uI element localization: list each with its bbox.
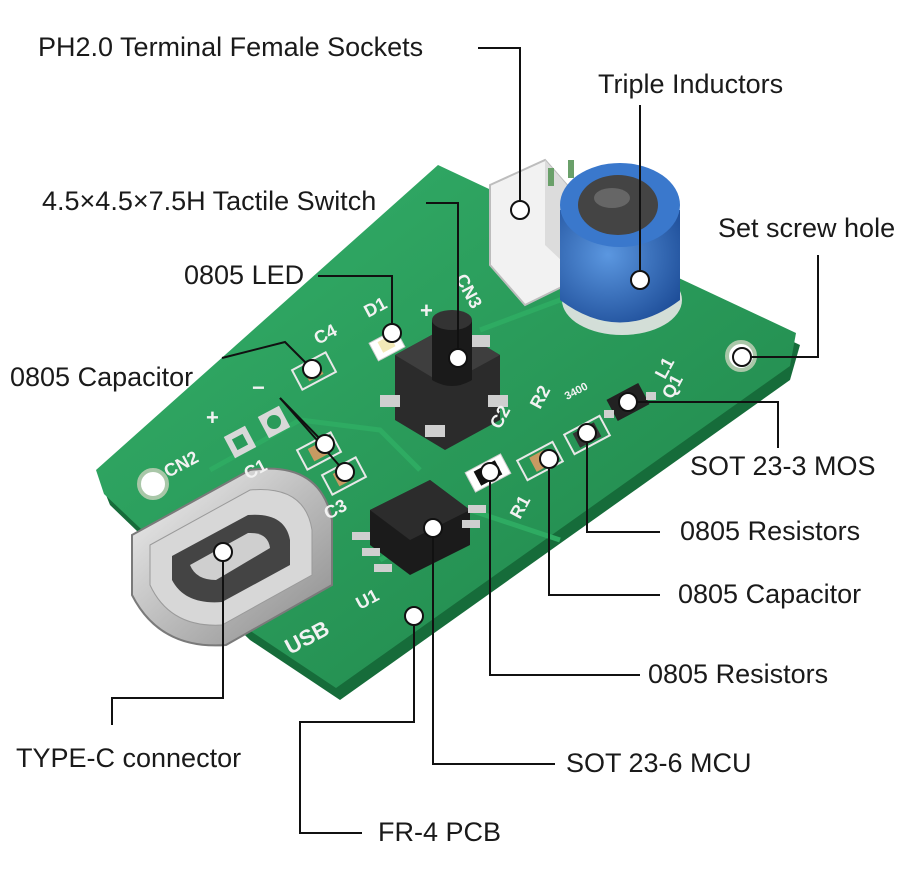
leader-mos: [628, 401, 779, 448]
leader-resistors-lower: [489, 472, 640, 676]
leader-capacitor-right: [548, 459, 660, 596]
leader-capacitor-c3: [279, 397, 346, 473]
marker-ph20: [510, 200, 530, 220]
smd-parts: [223, 328, 656, 496]
leader-mcu: [432, 528, 555, 765]
marker-capacitor-c1: [315, 434, 335, 454]
label-set-screw-hole: Set screw hole: [718, 213, 896, 243]
leader-capacitor-left: [221, 340, 313, 370]
marker-capacitor-c4: [302, 359, 322, 379]
marker-capacitor-c2: [539, 449, 559, 469]
leader-ph20: [478, 47, 521, 210]
label-triple-inductors: Triple Inductors: [598, 69, 784, 99]
label-0805-capacitor-left: 0805 Capacitor: [10, 362, 194, 392]
leader-type-c: [111, 552, 224, 725]
leader-lines: [111, 47, 819, 834]
mounting-hole-left: [137, 468, 169, 500]
label-0805-capacitor-right: 0805 Capacitor: [678, 579, 862, 609]
marker-switch: [448, 348, 468, 368]
silk-plus-top: +: [420, 298, 433, 323]
label-fr4-pcb: FR-4 PCB: [378, 817, 502, 847]
marker-screw-hole: [732, 347, 752, 367]
label-sot23-3-mos: SOT 23-3 MOS: [690, 451, 876, 481]
mcu-chip: [352, 480, 486, 575]
label-0805-resistors-lower: 0805 Resistors: [648, 659, 829, 689]
leader-resistors-upper: [586, 433, 660, 533]
marker-inductor: [630, 270, 650, 290]
label-type-c-connector: TYPE-C connector: [16, 743, 242, 773]
label-ph20-sockets: PH2.0 Terminal Female Sockets: [38, 32, 424, 62]
label-sot23-6-mcu: SOT 23-6 MCU: [566, 748, 752, 778]
marker-mos: [618, 392, 638, 412]
label-0805-resistors-upper: 0805 Resistors: [680, 516, 861, 546]
inductor: [560, 163, 682, 335]
leader-switch: [426, 202, 459, 358]
silk-minus-cn2: −: [252, 375, 265, 400]
marker-pcb: [404, 606, 424, 626]
marker-mcu: [423, 518, 443, 538]
leader-led: [318, 275, 393, 333]
silk-plus-cn2: +: [206, 405, 219, 430]
marker-resistor-r2: [577, 423, 597, 443]
leader-screw-hole: [742, 255, 819, 358]
label-0805-led: 0805 LED: [184, 260, 305, 290]
leader-pcb: [299, 616, 415, 834]
marker-resistor-r1: [480, 462, 500, 482]
marker-led: [382, 323, 402, 343]
label-tactile-switch: 4.5×4.5×7.5H Tactile Switch: [42, 186, 377, 216]
marker-dots: [213, 200, 752, 626]
marker-capacitor-c3: [335, 462, 355, 482]
marker-type-c: [213, 542, 233, 562]
